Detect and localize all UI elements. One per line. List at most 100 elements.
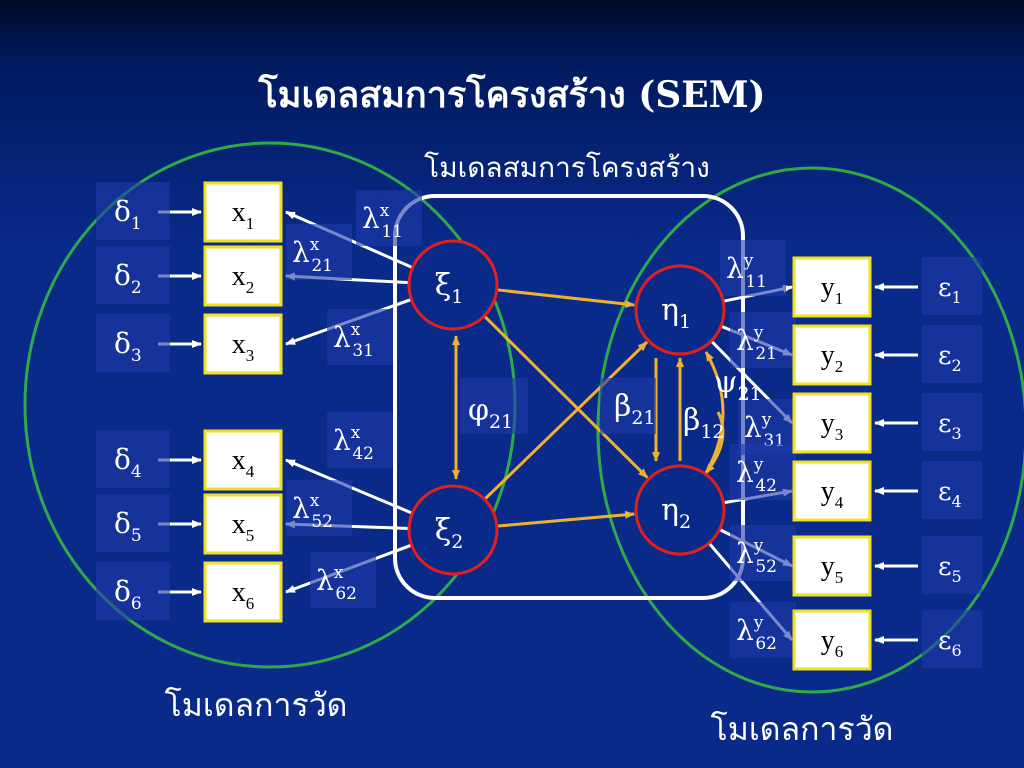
indicator-x4-label: x4 bbox=[232, 445, 255, 481]
lambda-y-5-label-superscript: y bbox=[753, 536, 764, 556]
epsilon-5-label-subscript: 5 bbox=[951, 567, 961, 586]
delta-3-label-symbol: δ bbox=[114, 327, 131, 360]
beta21-label-symbol: β bbox=[614, 389, 631, 424]
indicator-y4-label-subscript: 4 bbox=[835, 493, 844, 512]
indicator-x5-label-subscript: 5 bbox=[246, 526, 255, 545]
measurement-model-label-left: โมเดลการวัด bbox=[165, 686, 348, 724]
lambda-y-3-label-superscript: y bbox=[761, 410, 772, 430]
gamma-xi2-eta2-arrow bbox=[496, 510, 636, 528]
epsilon-2-label-subscript: 2 bbox=[951, 356, 961, 375]
beta21-label: β21 bbox=[614, 389, 656, 429]
psi21-label: ψ21 bbox=[714, 365, 762, 405]
indicator-y6-label-subscript: 6 bbox=[835, 642, 844, 661]
delta-3-label-subscript: 3 bbox=[131, 346, 142, 366]
lambda-x-5-label-superscript: x bbox=[310, 491, 320, 511]
indicator-x5-label: x5 bbox=[232, 509, 255, 545]
indicator-y3-label-subscript: 3 bbox=[835, 425, 844, 444]
phi21-label-subscript: 21 bbox=[489, 411, 513, 433]
structural-model-frame bbox=[393, 194, 745, 600]
lambda-x-2-label-superscript: x bbox=[310, 235, 320, 255]
delta-4-bg bbox=[96, 430, 170, 488]
lambda-y-3-label-symbol: λ bbox=[744, 411, 762, 444]
delta-2-label-symbol: δ bbox=[114, 259, 131, 292]
epsilon-3-label: ε3 bbox=[938, 409, 962, 443]
beta12-label: β12 bbox=[683, 403, 725, 443]
lambda-x-2-label-symbol: λ bbox=[292, 236, 310, 269]
lambda-x-4-label-symbol: λ bbox=[333, 424, 351, 457]
lambda-y-1-label-symbol: λ bbox=[726, 252, 744, 285]
epsilon-2-label: ε2 bbox=[938, 341, 962, 375]
epsilon-1-bg bbox=[922, 257, 982, 315]
epsilon-3-label-symbol: ε bbox=[938, 409, 951, 439]
indicator-y5 bbox=[792, 535, 872, 597]
indicator-x3-label-subscript: 3 bbox=[246, 346, 255, 365]
lambda-x-2-label-subscript: 21 bbox=[311, 256, 333, 276]
lambda-y-5-bg bbox=[730, 525, 796, 581]
slide-title: โมเดลสมการโครงสร้าง (SEM) bbox=[258, 74, 766, 116]
lambda-x-5-label-subscript: 52 bbox=[311, 512, 333, 532]
latent-xi1 bbox=[407, 239, 499, 331]
lambda-x-3-label-subscript: 31 bbox=[352, 341, 374, 361]
beta12-label-symbol: β bbox=[683, 403, 700, 438]
indicator-y5-label: y5 bbox=[821, 551, 844, 587]
indicator-x3 bbox=[203, 313, 283, 375]
phi21-label: φ21 bbox=[468, 393, 513, 433]
gamma-xi2-eta1-arrow bbox=[483, 340, 649, 501]
epsilon-5-bg bbox=[922, 536, 982, 594]
lambda-x-1-bg bbox=[356, 190, 422, 246]
indicator-y2-label-symbol: y bbox=[821, 340, 835, 371]
lambda-y-5-label-symbol: λ bbox=[736, 537, 754, 570]
beta21-label-subscript: 21 bbox=[631, 407, 655, 429]
delta-1-label-symbol: δ bbox=[114, 195, 131, 228]
beta12-label-subscript: 12 bbox=[700, 421, 724, 443]
epsilon-5-label-symbol: ε bbox=[938, 552, 951, 582]
latent-eta2 bbox=[634, 464, 726, 556]
indicator-y5-label-subscript: 5 bbox=[835, 568, 844, 587]
latent-xi1-label: ξ1 bbox=[435, 268, 464, 308]
indicator-y6-label-symbol: y bbox=[821, 625, 835, 656]
epsilon-1-label-symbol: ε bbox=[938, 273, 951, 303]
latent-eta1-label: η1 bbox=[661, 293, 691, 333]
lambda-y-4-bg bbox=[730, 444, 796, 500]
lambda-x-1-label-superscript: x bbox=[380, 201, 390, 221]
gamma-xi1-eta1-arrow bbox=[496, 288, 636, 308]
epsilon-6-label-symbol: ε bbox=[938, 626, 951, 656]
epsilon-4-label: ε4 bbox=[938, 477, 962, 511]
indicator-x1-label-subscript: 1 bbox=[246, 214, 255, 233]
latent-xi2 bbox=[407, 484, 499, 576]
latent-eta2-label: η2 bbox=[661, 493, 691, 533]
delta-1-label-subscript: 1 bbox=[131, 214, 142, 234]
indicator-x4-label-symbol: x bbox=[232, 445, 246, 476]
indicator-y1-label-symbol: y bbox=[821, 272, 835, 303]
lambda-x-2-bg bbox=[286, 224, 352, 280]
psi21-arrow-lower bbox=[704, 411, 725, 474]
indicator-x4-label-subscript: 4 bbox=[246, 462, 255, 481]
indicator-y4-label-symbol: y bbox=[821, 476, 835, 507]
latent-eta1-label-subscript: 1 bbox=[679, 311, 691, 333]
lambda-x-3-label-symbol: λ bbox=[333, 321, 351, 354]
lambda-y-4-label-superscript: y bbox=[753, 455, 764, 475]
indicator-y1-label: y1 bbox=[821, 272, 844, 308]
structural-model-label: โมเดลสมการโครงสร้าง bbox=[424, 151, 710, 184]
epsilon-3-label-subscript: 3 bbox=[951, 424, 961, 443]
delta-5-label-subscript: 5 bbox=[131, 526, 142, 546]
indicator-y1 bbox=[792, 256, 872, 318]
indicator-x5 bbox=[203, 493, 283, 555]
latent-eta1 bbox=[634, 264, 726, 356]
lambda-y-2-bg bbox=[730, 312, 796, 368]
indicator-x5-label-symbol: x bbox=[232, 509, 246, 540]
delta-5-label-symbol: δ bbox=[114, 507, 131, 540]
indicator-y3 bbox=[792, 392, 872, 454]
epsilon-3-bg bbox=[922, 393, 982, 451]
psi21-arrow bbox=[704, 351, 725, 474]
lambda-y-6-label-superscript: y bbox=[753, 613, 764, 633]
epsilon-2-bg bbox=[922, 325, 982, 383]
lambda-y-4-label-subscript: 42 bbox=[755, 476, 777, 496]
epsilon-6-label-subscript: 6 bbox=[951, 641, 961, 660]
